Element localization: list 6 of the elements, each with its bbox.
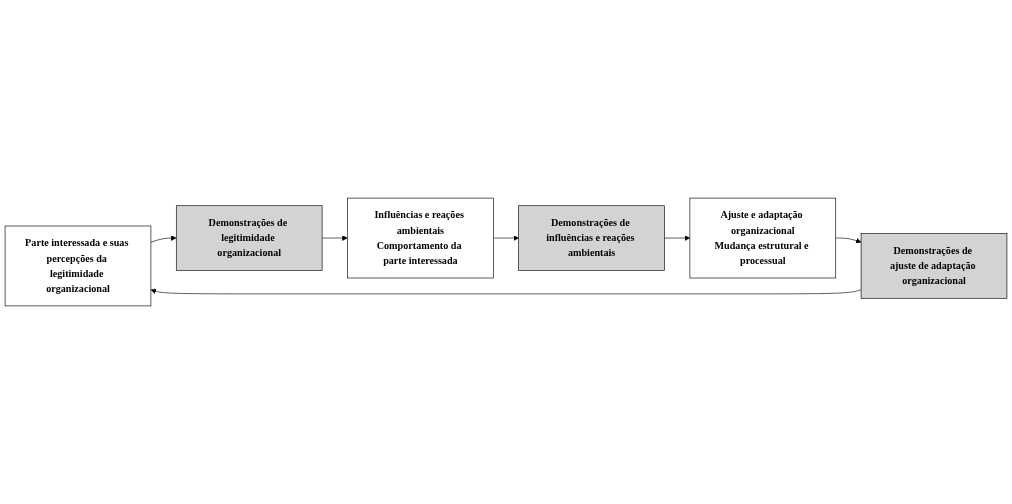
node-box: Parte interessada e suas percepções da legitimidade organizacional bbox=[4, 225, 152, 307]
node-box: Demonstrações de legitimidade organizacional bbox=[175, 205, 323, 271]
node-box: Demonstrações de influências e reações ambientais bbox=[518, 205, 665, 271]
node-box: Influências e reações ambientais Comportamento da parte interessada bbox=[347, 197, 494, 279]
node-box: Ajuste e adaptação organizacional Mudança estrutural e processual bbox=[689, 197, 837, 279]
node-box: Demonstrações de ajuste de adaptação organizacional bbox=[860, 233, 1008, 299]
